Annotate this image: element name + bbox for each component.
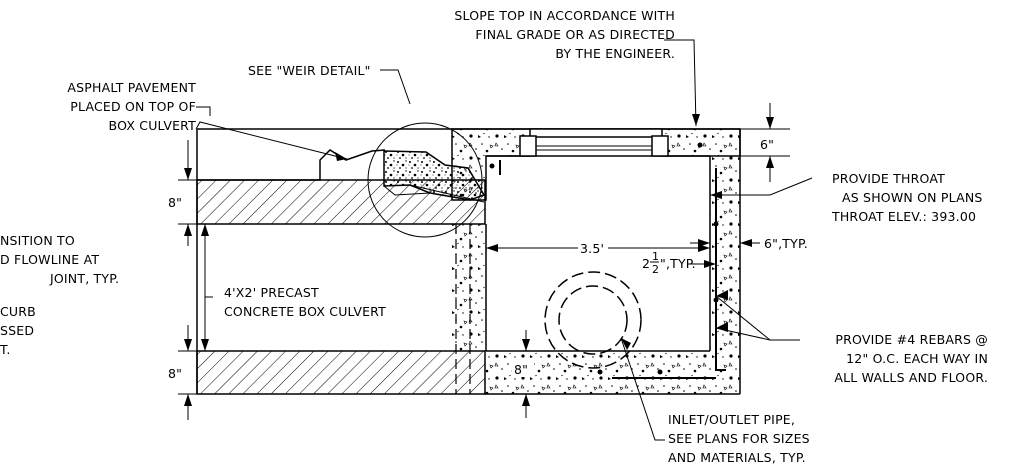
culvert-line-1: 4'X2' PRECAST — [224, 285, 319, 300]
rebars-line-2: 12" O.C. EACH WAY IN — [846, 351, 988, 366]
dim-width: 3.5' — [580, 241, 604, 256]
rebars — [489, 142, 726, 379]
dim-wall: 6",TYP. — [764, 236, 808, 251]
slope-top-line-2: FINAL GRADE OR AS DIRECTED — [475, 27, 675, 42]
note-throat: PROVIDE THROAT AS SHOWN ON PLANS THROAT … — [831, 171, 983, 224]
rebars-line-3: ALL WALLS AND FLOOR. — [834, 370, 988, 385]
throat-line-2: AS SHOWN ON PLANS — [842, 190, 983, 205]
asphalt-pavement-line — [197, 149, 386, 181]
culvert-bottom-slab — [196, 350, 486, 395]
pipe-circles — [544, 271, 642, 369]
dim-cover-suffix: ",TYP. — [660, 256, 696, 271]
asphalt-line-3: BOX CULVERT — [109, 118, 197, 133]
note-weir-detail: SEE "WEIR DETAIL" — [248, 63, 371, 78]
slope-top-line-1: SLOPE TOP IN ACCORDANCE WITH — [454, 8, 675, 23]
weir-lip — [383, 185, 431, 196]
pipe-line-2: SEE PLANS FOR SIZES — [668, 431, 810, 446]
asphalt-line-1: ASPHALT PAVEMENT — [67, 80, 196, 95]
transition-line-3: JOINT, TYP. — [49, 271, 119, 286]
pipe-line-3: AND MATERIALS, TYP. — [668, 450, 806, 465]
note-pipe: INLET/OUTLET PIPE, SEE PLANS FOR SIZES A… — [668, 412, 810, 465]
transition-line-1: NSITION TO — [0, 233, 75, 248]
dim-cover-num: 1 — [652, 250, 659, 263]
inlet-concrete — [451, 128, 741, 395]
rebars-line-1: PROVIDE #4 REBARS @ — [835, 332, 988, 347]
curb-line-3: T. — [0, 342, 11, 357]
transition-line-2: D FLOWLINE AT — [0, 252, 99, 267]
dim-culvert-top: 8" — [168, 195, 182, 210]
dim-cover: 2 1 2 ",TYP. — [642, 250, 696, 276]
slope-top-line-3: BY THE ENGINEER. — [555, 46, 675, 61]
asphalt-line-2: PLACED ON TOP OF — [70, 99, 196, 114]
dim-cover-den: 2 — [652, 263, 659, 276]
culvert-line-2: CONCRETE BOX CULVERT — [224, 304, 386, 319]
note-culvert: 4'X2' PRECAST CONCRETE BOX CULVERT — [216, 282, 444, 322]
leader-lines — [195, 39, 813, 441]
frame-and-grate — [519, 128, 669, 157]
arrowheads — [184, 114, 774, 406]
pipe-line-1: INLET/OUTLET PIPE, — [668, 412, 795, 427]
dim-floor: 8" — [514, 362, 528, 377]
note-curb-partial: CURB SSED T. — [0, 304, 36, 357]
dim-top-slab: 6" — [760, 137, 774, 152]
dim-cover-whole: 2 — [642, 256, 650, 271]
curb-line-2: SSED — [0, 323, 34, 338]
note-asphalt: ASPHALT PAVEMENT PLACED ON TOP OF BOX CU… — [67, 80, 196, 133]
throat-line-1: PROVIDE THROAT — [832, 171, 945, 186]
note-transition-partial: NSITION TO D FLOWLINE AT JOINT, TYP. — [0, 233, 119, 286]
curb-line-1: CURB — [0, 304, 36, 319]
dim-culvert-bottom: 8" — [168, 366, 182, 381]
culvert-end-dashed — [455, 224, 471, 394]
note-rebars: PROVIDE #4 REBARS @ 12" O.C. EACH WAY IN… — [834, 332, 988, 385]
throat-line-3: THROAT ELEV.: 393.00 — [831, 209, 976, 224]
note-slope-top: SLOPE TOP IN ACCORDANCE WITH FINAL GRADE… — [454, 8, 675, 61]
